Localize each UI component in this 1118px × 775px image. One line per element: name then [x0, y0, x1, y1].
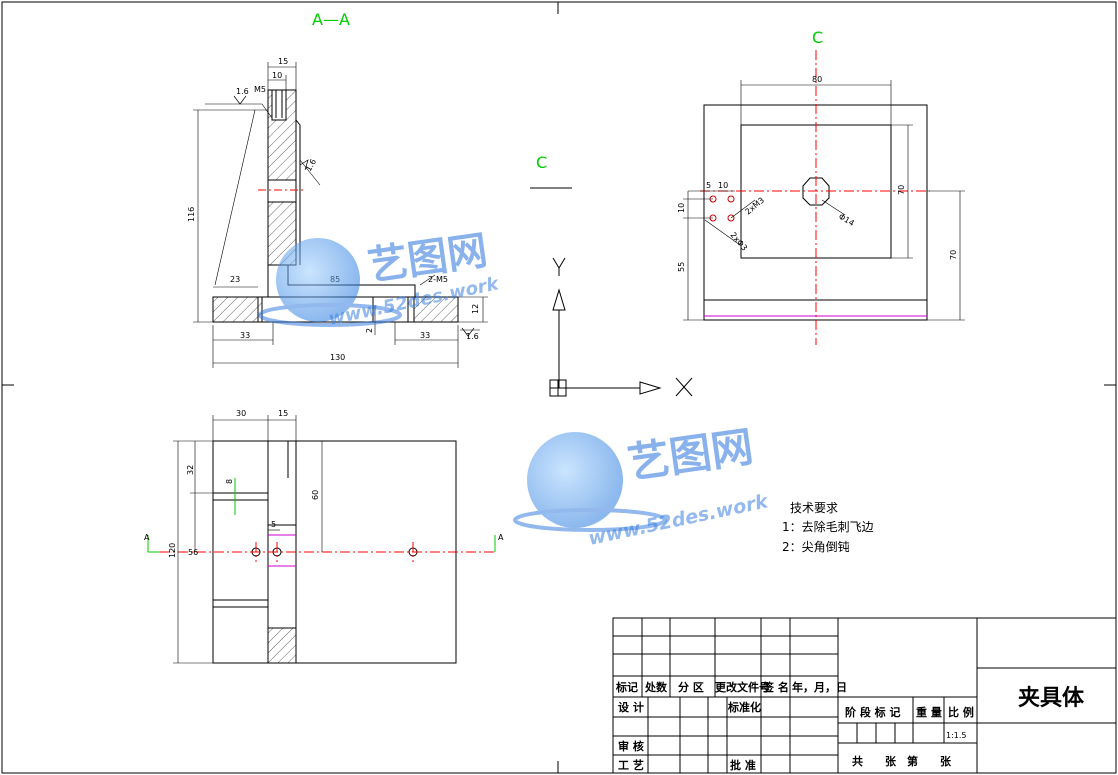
- dim-c-10-top: 10: [718, 181, 728, 190]
- arrow-c-label: C: [536, 153, 547, 172]
- dim-c-10-left: 10: [677, 203, 686, 213]
- tb-header-date: 年，月，日: [792, 680, 847, 694]
- tech-title: 技术要求: [790, 501, 838, 515]
- dim-p-60: 60: [311, 490, 320, 500]
- tb-header-change-doc: 更改文件号: [715, 680, 770, 694]
- dim-p-120: 120: [168, 543, 177, 558]
- dim-c-55: 55: [677, 262, 686, 272]
- tech-item-1: 1：去除毛刺飞边: [782, 519, 874, 534]
- dim-sec-12: 12: [471, 304, 480, 314]
- tb-review: 审 核: [618, 739, 644, 753]
- dim-sec-33-right: 33: [420, 331, 430, 340]
- dim-c-70-outer: 70: [949, 250, 958, 260]
- dim-sec-10: 10: [272, 71, 282, 80]
- dim-p-56: 56: [188, 548, 198, 557]
- dim-p-30: 30: [236, 409, 246, 418]
- dim-sec-15: 15: [278, 57, 288, 66]
- title-block: [612, 617, 1117, 774]
- dim-sec-1-6-bottom: 1.6: [466, 332, 479, 341]
- dim-c-70-inner: 70: [897, 185, 906, 195]
- dim-sec-33-left: 33: [240, 331, 250, 340]
- dim-sec-2: 2: [365, 328, 374, 333]
- tb-scale-label: 比 例: [948, 705, 974, 719]
- roughness-symbols: [233, 95, 475, 337]
- ucs-y-label: Y: [554, 255, 560, 264]
- dim-p-8: 8: [225, 479, 234, 484]
- dim-sec-23: 23: [230, 275, 240, 284]
- tb-scale-value: 1:1.5: [946, 731, 967, 740]
- tb-sheets: 共 张 第 张: [852, 754, 952, 768]
- tech-item-2: 2：尖角倒钝: [782, 540, 850, 554]
- dim-c-2xphi3: 2xΦ3: [728, 231, 749, 253]
- tb-header-zone: 分 区: [678, 680, 704, 694]
- dim-sec-2m5: 2-M5: [428, 275, 448, 284]
- tb-design: 设 计: [618, 700, 644, 714]
- dim-c-phi14: Φ14: [837, 212, 856, 228]
- cut-a-left: A: [144, 533, 150, 542]
- ucs-x-label: X: [678, 385, 684, 394]
- dim-p-5: 5: [271, 520, 276, 529]
- dim-c-2xm3: 2xM3: [744, 196, 767, 217]
- tb-standardization: 标准化: [727, 700, 761, 714]
- dim-sec-130: 130: [330, 353, 345, 362]
- tb-header-sign: 签 名: [762, 680, 789, 694]
- dim-p-32: 32: [186, 465, 195, 475]
- tb-approve: 批 准: [730, 758, 756, 772]
- tb-weight: 重 量: [916, 705, 942, 719]
- view-c-label: C: [812, 28, 823, 47]
- view-c: C: [677, 28, 965, 345]
- dim-sec-1-6: 1.6: [236, 87, 249, 96]
- ucs-icon: [549, 257, 693, 397]
- tb-header-mark: 标记: [615, 680, 638, 694]
- dim-c-80: 80: [812, 75, 822, 84]
- dim-c-5: 5: [706, 181, 711, 190]
- dim-sec-116: 116: [187, 207, 196, 222]
- watermark-logo: [258, 238, 667, 532]
- tb-part-name: 夹具体: [1018, 686, 1085, 711]
- dim-p-15: 15: [278, 409, 288, 418]
- title-block-text: 标记 处数 分 区 更改文件号 签 名 年，月，日 设 计 标准化 审 核 工 …: [615, 680, 1085, 772]
- tb-header-count: 处数: [644, 680, 668, 694]
- plan-view: A A 30 15 32 8 60 5 120 56: [144, 409, 504, 664]
- watermark-brand-2: 艺图网: [625, 422, 757, 488]
- section-label: A—A: [312, 10, 350, 29]
- cut-a-right: A: [498, 533, 504, 542]
- dim-sec-m5: M5: [254, 85, 266, 94]
- tb-process: 工 艺: [618, 758, 644, 772]
- tb-stage-mark: 阶 段 标 记: [845, 705, 901, 719]
- technical-requirements: 技术要求 1：去除毛刺飞边 2：尖角倒钝: [782, 501, 874, 554]
- dim-sec-r1-6: 1.6: [304, 157, 318, 173]
- view-arrow-c: C: [530, 153, 572, 189]
